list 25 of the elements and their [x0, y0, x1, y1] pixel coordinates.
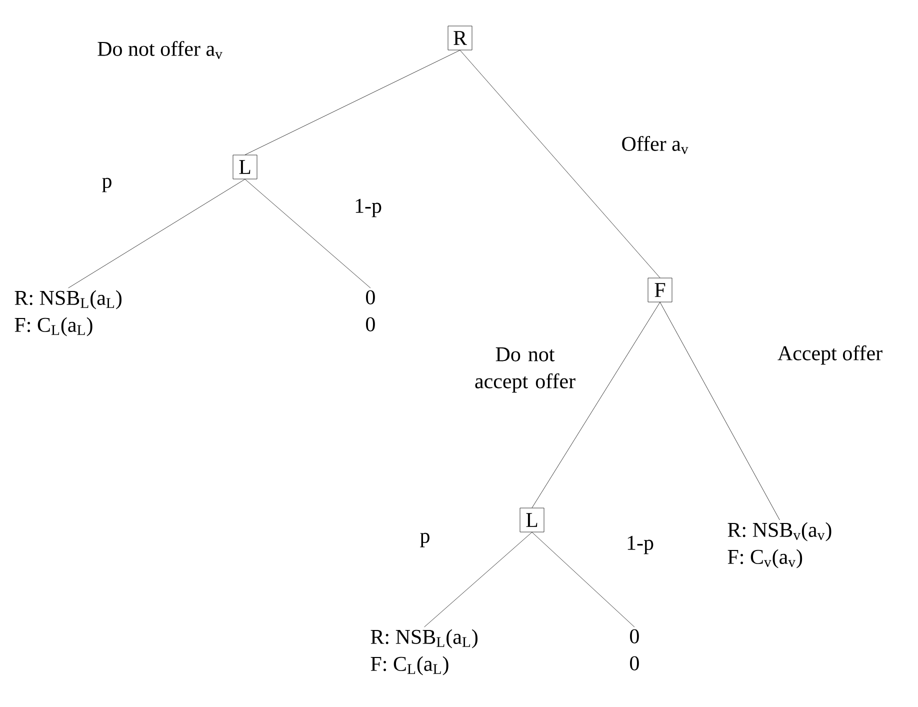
branch-line: [460, 50, 660, 278]
payoff-text: R: NSB$_{L}$(a$_{L}$) F: C$_{L}$(a$_{L}$): [370, 629, 478, 676]
decision-box: L: [520, 508, 544, 532]
decision-box: L: [232, 154, 258, 180]
branch-line: [532, 532, 635, 628]
decision-box: F: [648, 278, 672, 302]
payoff-text: R: NSB$_{v}$(a$_{v}$) F: C$_{v}$(a$_{v}$): [728, 522, 832, 568]
payoff-text: 0 0: [366, 290, 375, 332]
branch-label: 1-p: [356, 198, 382, 218]
payoff-text: 0 0: [630, 629, 639, 670]
branch-label: Accept offer: [778, 345, 882, 365]
branch-line: [244, 179, 371, 288]
branch-label: p: [420, 532, 430, 548]
branch-label: Offer a$_{v}$: [622, 136, 688, 154]
branch-label: 1-p: [628, 536, 654, 554]
decision-box: R: [448, 26, 472, 50]
branch-line: [532, 302, 660, 508]
branch-line: [424, 532, 532, 628]
branch-line: [244, 50, 460, 155]
branch-line: [660, 302, 780, 520]
branch-line: [68, 179, 246, 288]
branch-label: p: [102, 178, 112, 192]
branch-label: Do not accept offer: [475, 347, 576, 393]
branch-label: Do not offer a$_{v}$: [98, 40, 222, 60]
payoff-text: R: NSB$_{L}$(a$_{L}$) F: C$_{L}$(a$_{L}$): [14, 290, 122, 336]
